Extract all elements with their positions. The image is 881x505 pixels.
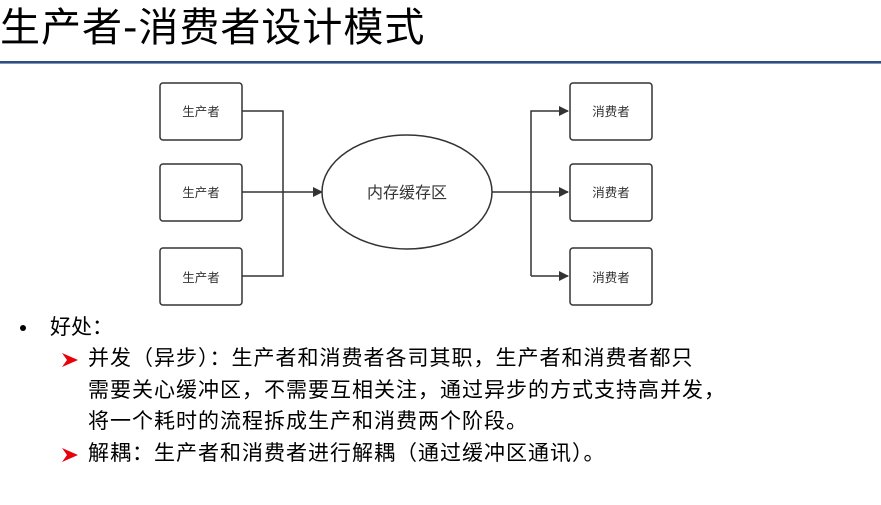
decoupling-line-1: 解耦：生产者和消费者进行解耦（通过缓冲区通讯）。 — [88, 441, 606, 465]
producer-node: 生产者 — [159, 247, 243, 306]
consumer-label: 消费者 — [592, 185, 630, 200]
producer-node: 生产者 — [159, 163, 243, 222]
consumer-node: 消费者 — [569, 247, 653, 306]
title-divider — [0, 61, 881, 64]
buffer-node: 内存缓存区 — [321, 134, 493, 250]
producer-bus-line — [242, 110, 284, 277]
producer-label: 生产者 — [182, 270, 220, 285]
consumer-box — [569, 247, 653, 306]
red-arrowhead-icon — [62, 353, 78, 367]
consumer-label: 消费者 — [592, 270, 630, 285]
slide-title: 生产者-消费者设计模式 — [0, 5, 426, 51]
consumer-node: 消费者 — [569, 82, 653, 141]
concurrency-line-2: 需要关心缓冲区，不需要互相关注，通过异步的方式支持高并发， — [88, 378, 726, 402]
producer-consumer-diagram: 生产者 生产者 生产者 内存缓存区 消费者 消费者 消费者 — [159, 82, 653, 306]
bullet-dot-icon — [20, 325, 26, 331]
producer-node: 生产者 — [159, 82, 243, 141]
consumer-box — [569, 82, 653, 141]
consumer-bus-top-arrow — [530, 106, 569, 276]
concurrency-line-3: 将一个耗时的流程拆成生产和消费两个阶段。 — [88, 409, 528, 433]
concurrency-line-1: 并发（异步）：生产者和消费者各司其职，生产者和消费者都只 — [88, 346, 694, 370]
consumer-node: 消费者 — [569, 163, 653, 222]
buffer-label: 内存缓存区 — [367, 183, 447, 202]
red-arrowhead-icon — [62, 448, 78, 462]
producer-label: 生产者 — [182, 185, 220, 200]
producer-label: 生产者 — [182, 104, 220, 119]
benefits-heading: 好处： — [50, 315, 113, 339]
consumer-box — [569, 163, 653, 222]
consumer-label: 消费者 — [592, 104, 630, 119]
